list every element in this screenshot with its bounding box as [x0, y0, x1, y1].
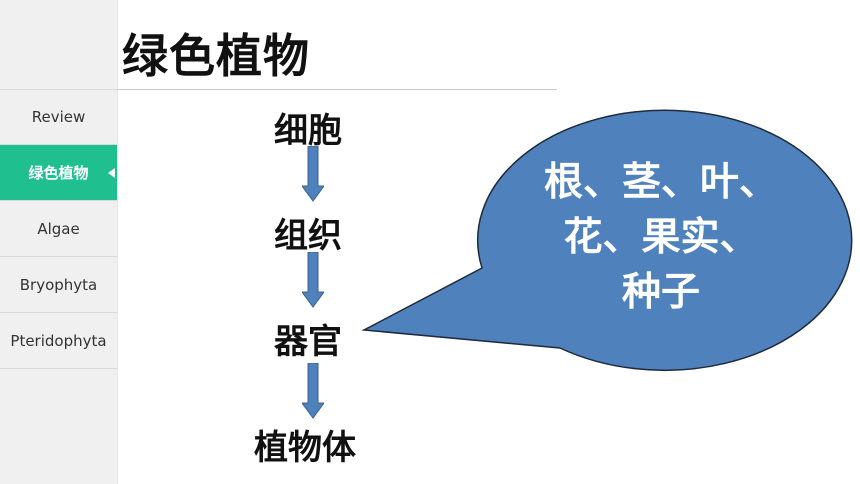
- sidebar-item-label: Algae: [37, 219, 80, 238]
- arrow-down-icon: [302, 146, 324, 202]
- sidebar-item-pteridophyta[interactable]: Pteridophyta: [0, 313, 117, 369]
- sidebar-item-label: 绿色植物: [28, 164, 89, 182]
- title-divider: [117, 89, 557, 90]
- sidebar-item-label: Review: [31, 108, 86, 126]
- arrow-down-icon: [302, 363, 324, 419]
- sidebar-item-bryophyta[interactable]: Bryophyta: [0, 257, 117, 313]
- sidebar-item-label: Bryophyta: [19, 275, 98, 294]
- slide-title: 绿色植物: [122, 29, 310, 83]
- sidebar-item-review[interactable]: Review: [0, 89, 117, 145]
- callout-line: 种子: [621, 270, 700, 315]
- callout-text: 根、茎、叶、 花、果实、 种子: [508, 155, 814, 320]
- sidebar-nav: Review 绿色植物 Algae Bryophyta Pteridophyta: [0, 89, 117, 369]
- callout-line: 根、茎、叶、: [543, 160, 778, 205]
- sidebar-item-label: Pteridophyta: [10, 331, 107, 350]
- step-plant: 植物体: [254, 428, 356, 468]
- sidebar-item-green-plants[interactable]: 绿色植物: [0, 145, 117, 201]
- sidebar-item-algae[interactable]: Algae: [0, 201, 117, 257]
- step-tissue: 组织: [274, 216, 342, 256]
- sidebar: Review 绿色植物 Algae Bryophyta Pteridophyta: [0, 0, 118, 484]
- callout-line: 花、果实、: [563, 215, 759, 260]
- arrow-down-icon: [302, 252, 324, 308]
- step-cell: 细胞: [274, 111, 342, 151]
- speech-bubble-shape: [361, 109, 853, 372]
- active-caret-icon: [108, 167, 115, 178]
- step-organ: 器官: [274, 322, 342, 362]
